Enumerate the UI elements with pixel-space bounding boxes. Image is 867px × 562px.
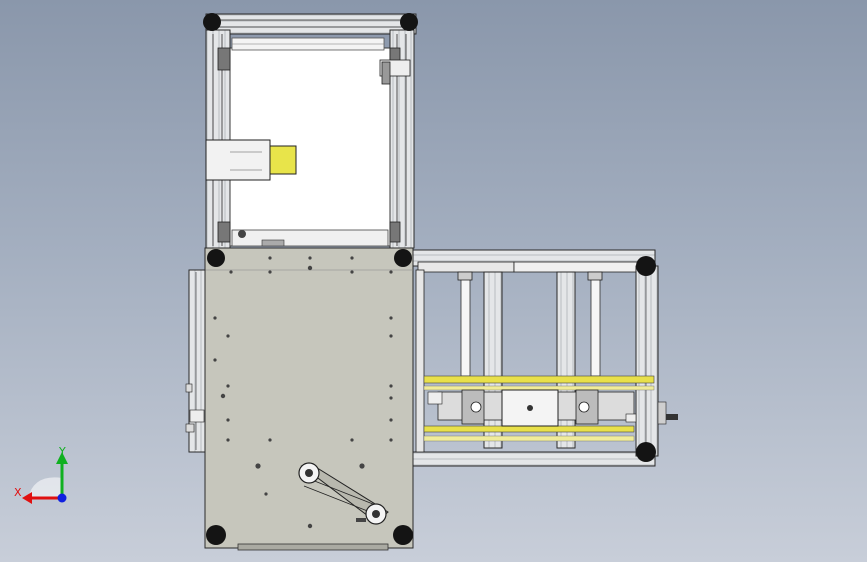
mech-bottom-rail bbox=[412, 451, 656, 467]
top-rail bbox=[205, 13, 417, 35]
motor-cylinder bbox=[269, 145, 297, 175]
y-axis-label: Y bbox=[58, 445, 66, 458]
mech-right-post bbox=[635, 265, 659, 457]
axis-triad[interactable]: Y X bbox=[14, 445, 68, 504]
upper-cabinet bbox=[203, 13, 418, 249]
foot-mid-left bbox=[207, 249, 225, 267]
foot-top-left bbox=[203, 13, 221, 31]
base-plate bbox=[185, 247, 414, 551]
motor-bracket bbox=[205, 139, 271, 181]
foot-mid-right bbox=[394, 249, 412, 267]
left-side-rail bbox=[188, 269, 206, 453]
yellow-strip-lower bbox=[423, 425, 635, 433]
pulley-linkage bbox=[298, 462, 389, 525]
foot-top-right bbox=[400, 13, 418, 31]
x-axis-label: X bbox=[14, 486, 22, 499]
foot-bottom-right bbox=[393, 525, 413, 545]
z-axis-dot bbox=[57, 493, 67, 503]
foot-mech-top bbox=[636, 256, 656, 276]
side-mechanism bbox=[412, 249, 678, 467]
foot-bottom-left bbox=[206, 525, 226, 545]
foot-mech-bottom bbox=[636, 442, 656, 462]
yellow-strip-upper bbox=[423, 375, 655, 384]
